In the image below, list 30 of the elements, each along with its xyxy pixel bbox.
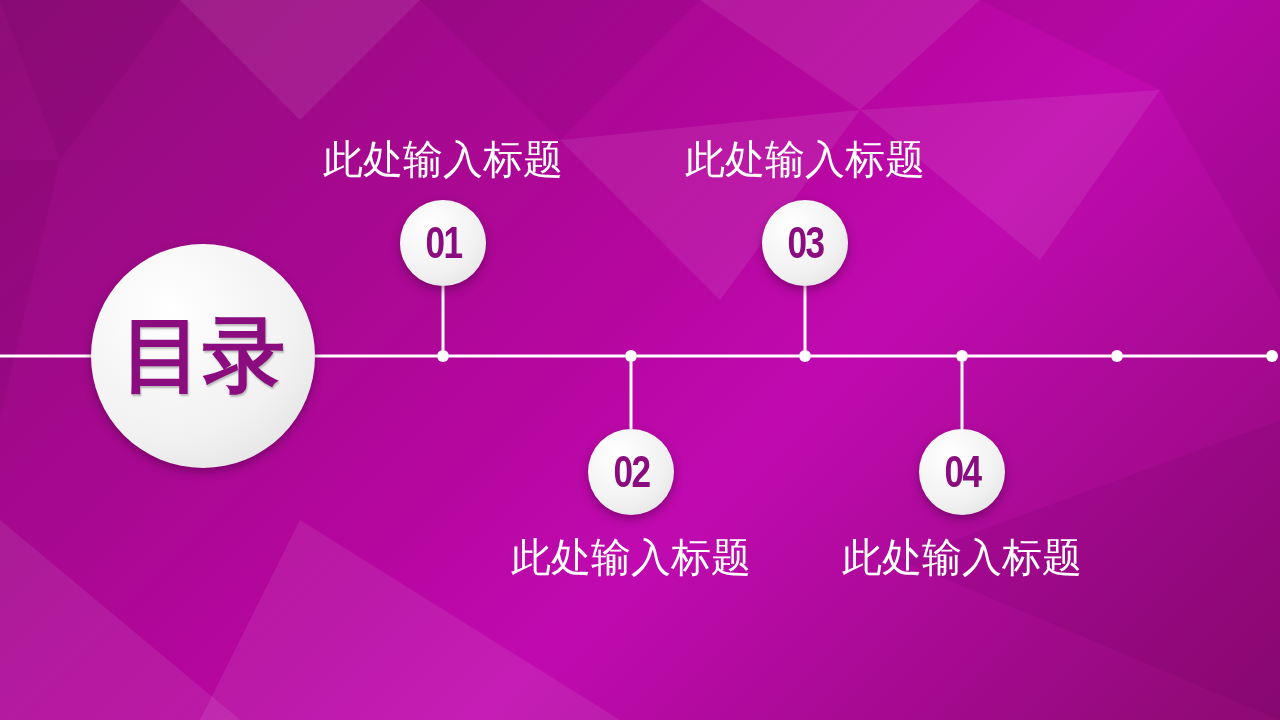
- timeline-dot: [799, 350, 811, 362]
- heading: 目录: [121, 306, 285, 404]
- section-number: 04: [944, 447, 980, 497]
- timeline-dot: [625, 350, 637, 362]
- connector-line: [1123, 354, 1266, 358]
- timeline-dot: [956, 350, 968, 362]
- connector-line: [811, 354, 956, 358]
- connector-line: [968, 354, 1111, 358]
- section-number: 01: [425, 218, 461, 268]
- connector-line: [637, 354, 799, 358]
- connector-line: [960, 362, 964, 429]
- connector-line: [449, 354, 625, 358]
- section-number: 02: [613, 447, 649, 497]
- timeline-dot: [1266, 350, 1278, 362]
- section-title: 此处输入标题: [684, 136, 926, 184]
- section-title: 此处输入标题: [510, 534, 752, 582]
- number-circle: [762, 200, 848, 286]
- connector-line: [315, 354, 437, 358]
- connector-line: [803, 286, 807, 350]
- section-title: 此处输入标题: [841, 534, 1083, 582]
- connector-line: [0, 354, 91, 358]
- connector-line: [629, 362, 633, 429]
- number-circle: [400, 200, 486, 286]
- number-circle: [919, 429, 1005, 515]
- section-title: 此处输入标题: [322, 136, 564, 184]
- connector-line: [441, 286, 445, 350]
- timeline-dot: [1111, 350, 1123, 362]
- section-number: 03: [787, 218, 823, 268]
- number-circle: [588, 429, 674, 515]
- timeline-dot: [437, 350, 449, 362]
